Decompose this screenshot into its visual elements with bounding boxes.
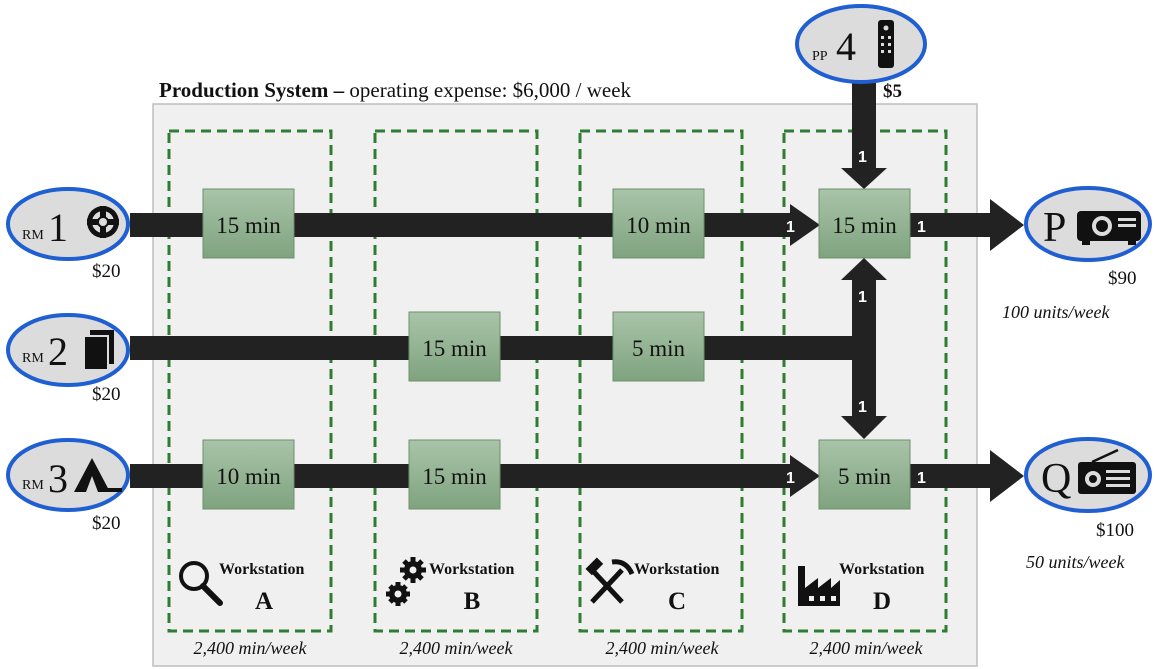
workstation-b-box [373,129,539,633]
step-label-rm3-a: 10 min [216,464,281,489]
factory-icon [798,566,840,606]
product-p-price: $90 [1108,268,1137,289]
product-q-demand: 50 units/week [1026,552,1125,572]
rm3-price: $20 [92,513,121,534]
rm3-node: RM 3 [6,438,130,512]
workstation-a-letter: A [255,588,273,615]
rm2-up-line [852,278,876,360]
rm1-prefix: RM [22,228,44,243]
qty-p-out: 1 [917,219,926,236]
workstation-a-capacity: 2,400 min/week [194,638,308,658]
pp4-flow-line [852,80,876,170]
rm2-node: RM 2 [6,313,130,387]
pp4-price: $5 [883,81,902,102]
step-box-rm1-a [202,188,295,259]
hammer-pick-icon [585,557,635,604]
workstation-a-box [167,129,333,633]
rm2-number: 2 [48,329,68,374]
step-box-q-d [818,439,911,510]
qty-rm2-to-p: 1 [858,289,867,306]
step-label-p-d: 15 min [832,213,897,238]
step-box-rm2-b [408,311,501,382]
rm3-prefix: RM [22,478,44,493]
product-p-node: P [1024,186,1152,262]
magnifier-icon [179,561,223,606]
remote-control-icon [878,20,894,68]
rm1-price: $20 [92,261,121,282]
workstation-d-letter: D [873,588,891,615]
lifebuoy-icon [87,206,119,238]
rm2-prefix: RM [22,351,44,366]
projector-icon [1077,211,1141,245]
rm1-node: RM 1 [6,187,130,261]
documents-icon [83,330,114,371]
rm1-arrowhead [790,204,820,246]
workstation-c-word: Workstation [634,561,719,578]
qty-rm1-to-p: 1 [786,219,795,236]
p-output-line [910,213,992,237]
radio-icon [1078,448,1136,494]
workstation-d-capacity: 2,400 min/week [810,638,924,658]
rm3-arrowhead [790,455,820,497]
workstation-c-label: Workstation C [585,557,719,615]
workstation-b-label: Workstation B [386,557,514,615]
pp4-number: 4 [836,24,856,69]
q-output-line [910,464,992,488]
product-q-price: $100 [1096,520,1134,541]
qty-q-out: 1 [917,470,926,487]
product-p-letter: P [1043,205,1066,251]
workstation-a-word: Workstation [219,561,304,578]
workstation-b-word: Workstation [429,561,514,578]
step-label-rm2-b: 15 min [422,336,487,361]
rm3-number: 3 [48,456,68,501]
workstation-c-capacity: 2,400 min/week [606,638,720,658]
system-title: Production System – operating expense: $… [159,78,632,102]
workstation-d-word: Workstation [839,561,924,578]
workstation-d-label: Workstation D [798,561,924,615]
pp4-arrowhead [841,168,887,189]
tent-icon [74,458,122,492]
gears-icon [386,557,426,606]
step-box-rm3-b [408,439,501,510]
qty-rm2-to-q: 1 [858,399,867,416]
step-label-rm3-b: 15 min [422,464,487,489]
workstation-c-letter: C [668,588,686,615]
rm2-up-arrowhead [841,258,887,280]
rm2-down-arrowhead [841,416,887,439]
product-p-demand: 100 units/week [1002,302,1110,322]
step-label-rm1-a: 15 min [216,213,281,238]
step-box-rm3-a [202,439,295,510]
step-boxes: 15 min 10 min 15 min 15 min 5 min 10 min… [202,188,911,510]
step-box-p-d [818,188,911,259]
workstation-b-capacity: 2,400 min/week [400,638,514,658]
pp4-node: PP 4 [795,4,927,84]
rm2-price: $20 [92,384,121,405]
pp4-prefix: PP [812,49,828,64]
step-label-rm1-c: 10 min [626,213,691,238]
rm2-down-line [852,348,876,418]
product-q-node: Q [1024,437,1152,513]
workstation-a-label: Workstation A [179,561,304,615]
qty-pp4-to-p: 1 [858,149,867,166]
step-box-rm1-c [612,188,705,259]
product-q-letter: Q [1041,456,1071,502]
workstation-c-box [578,129,744,633]
step-box-rm2-c [612,311,705,382]
workstation-b-letter: B [464,588,481,615]
step-label-rm2-c: 5 min [632,336,686,361]
p-output-arrowhead [990,199,1024,251]
rm1-number: 1 [48,205,68,250]
qty-rm3-to-q: 1 [786,470,795,487]
q-output-arrowhead [990,450,1024,502]
step-label-q-d: 5 min [838,464,892,489]
